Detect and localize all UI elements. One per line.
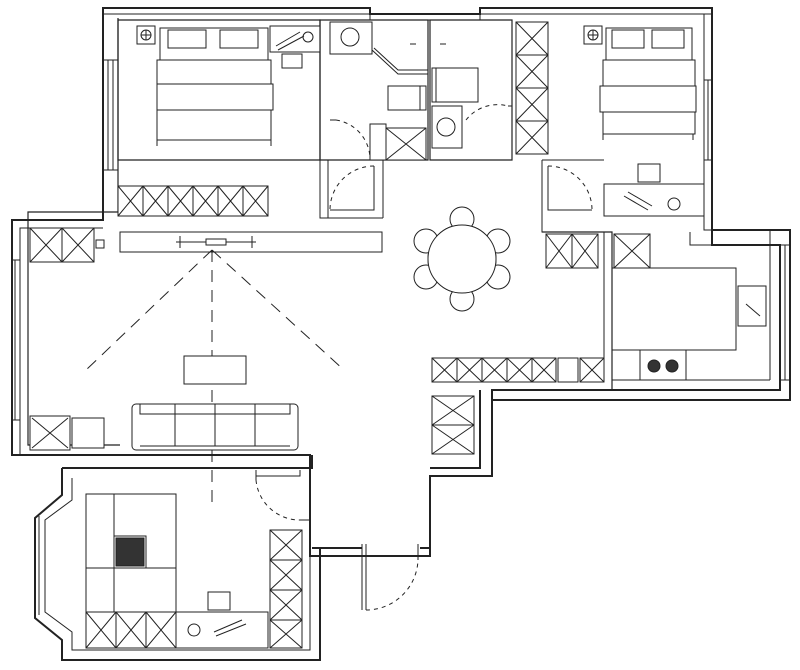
coffee-table xyxy=(183,355,247,385)
sofa xyxy=(131,403,299,451)
study-room xyxy=(85,470,310,649)
study-wardrobe xyxy=(269,529,303,649)
stove xyxy=(639,349,687,381)
living-room xyxy=(29,227,383,510)
study-chair xyxy=(207,591,231,611)
cabinet-counter-bottom xyxy=(431,357,605,383)
bedroom-right xyxy=(515,21,705,233)
cabinet-left xyxy=(29,227,105,263)
desk-left xyxy=(269,25,321,53)
entrance-door xyxy=(361,544,419,611)
bedroom-left xyxy=(117,25,384,219)
wardrobe-left xyxy=(117,185,269,217)
wardrobe-right xyxy=(515,21,549,155)
study-cabinet-bottom xyxy=(85,611,177,649)
sink-left xyxy=(329,21,373,55)
bathroom-left xyxy=(319,19,429,161)
laundry-sink xyxy=(71,417,105,449)
cabinet-kitchen-top xyxy=(545,233,651,269)
dining-table xyxy=(413,206,511,312)
desk-right xyxy=(603,183,705,217)
kitchen-sink xyxy=(737,285,767,327)
cabinet-tall-right xyxy=(431,395,475,455)
toilet-right xyxy=(431,67,479,103)
kitchen xyxy=(431,231,770,455)
chair-right xyxy=(637,163,661,183)
windows xyxy=(12,8,790,421)
study-desk xyxy=(175,611,269,649)
bathroom-right xyxy=(410,19,513,161)
chair-left xyxy=(281,53,303,69)
